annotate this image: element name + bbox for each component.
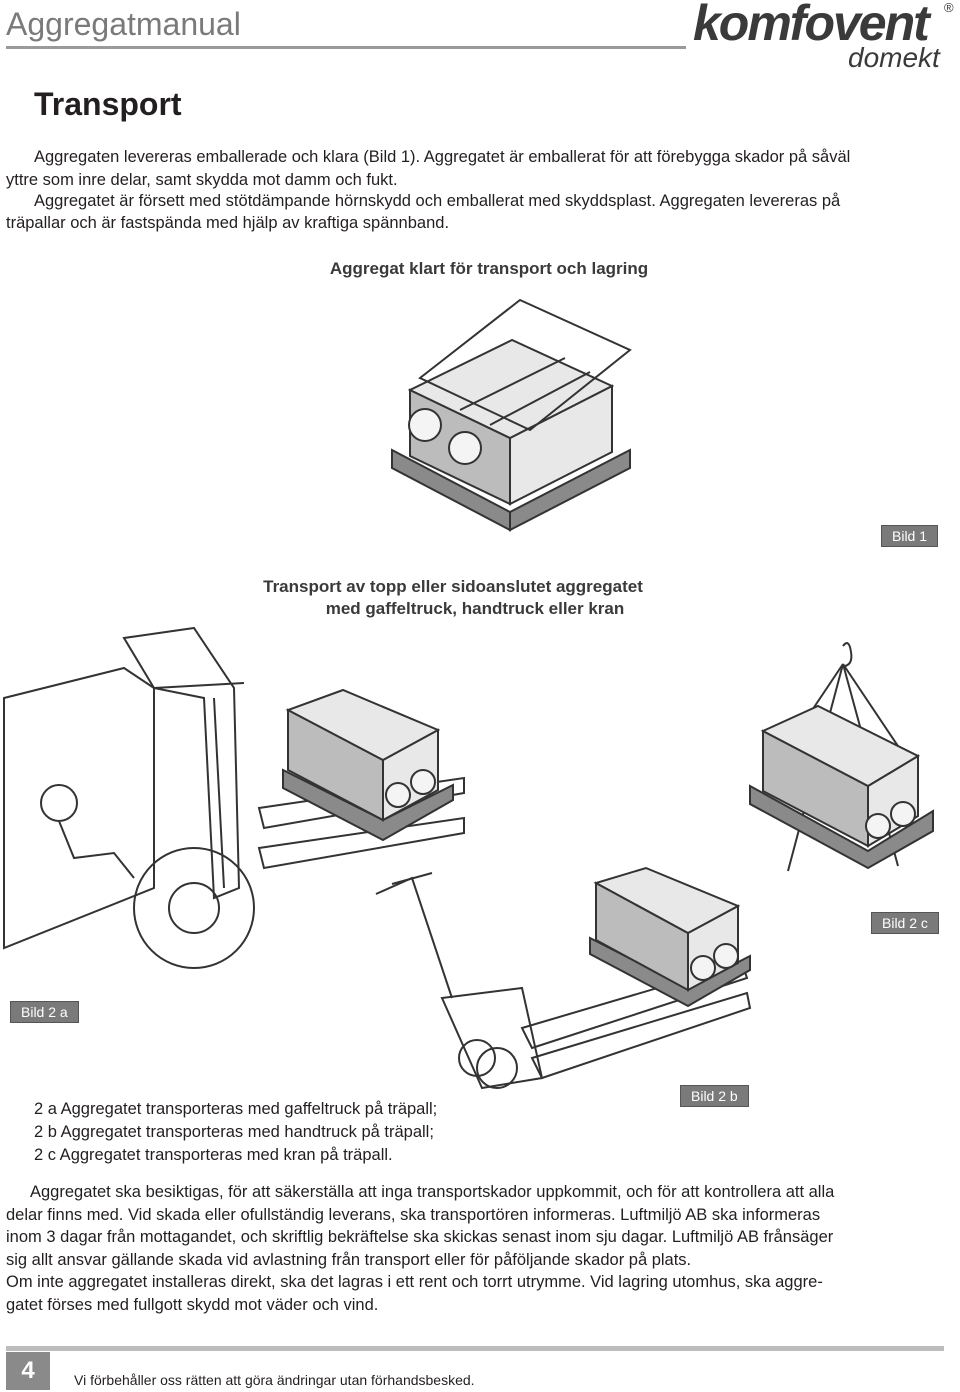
figure-1-caption: Aggregat klart för transport och lagring [329,259,649,278]
intro-line-2: yttre som inre delar, samt skydda mot da… [6,171,398,189]
legend-item-2b: 2 b Aggregatet transporteras med handtru… [34,1123,434,1141]
figure-2-caption-line-2: med gaffeltruck, handtruck eller kran [325,599,625,618]
registered-mark: ® [944,0,954,15]
bild-2a-tag: Bild 2 a [10,1001,79,1023]
domekt-logo: domekt [848,42,940,73]
figure-1-illustration [391,298,632,532]
body-line-5: Om inte aggregatet installeras direkt, s… [6,1273,823,1291]
hand-truck-illustration [375,872,752,1090]
legend-item-2c: 2 c Aggregatet transporteras med kran på… [34,1146,393,1164]
hand-truck-load-illustration [589,866,751,1008]
body-line-4: sig allt ansvar gällande skada vid avlas… [6,1251,692,1269]
body-line-2: delar finns med. Vid skada eller ofullst… [6,1206,821,1224]
bild-2c-tag: Bild 2 c [871,912,939,934]
legend-item-2a: 2 a Aggregatet transporteras med gaffelt… [34,1100,438,1118]
forklift-load-illustration [282,688,454,842]
page-number: 4 [6,1352,50,1390]
bild-2b-tag: Bild 2 b [680,1085,749,1107]
header-rule [6,46,686,49]
footer-rule [6,1346,944,1351]
body-line-6: gatet förses med fullgott skydd mot väde… [6,1296,379,1314]
footer-note: Vi förbehåller oss rätten att göra ändri… [74,1372,475,1388]
intro-line-4: träpallar och är fastspända med hjälp av… [6,214,450,232]
intro-line-1: Aggregaten levereras emballerade och kla… [34,148,851,166]
figure-2-caption-line-1: Transport av topp eller sidoanslutet agg… [263,577,643,596]
manual-title: Aggregatmanual [6,6,241,42]
crane-illustration [749,642,934,872]
section-title: Transport [34,86,182,122]
body-line-3: inom 3 dagar från mottagandet, och skrif… [6,1228,834,1246]
bild-1-tag: Bild 1 [881,525,939,547]
body-line-1: Aggregatet ska besiktigas, för att säker… [30,1183,835,1201]
intro-line-3: Aggregatet är försett med stötdämpande h… [34,192,841,210]
komfovent-logo: komfovent [693,0,930,51]
